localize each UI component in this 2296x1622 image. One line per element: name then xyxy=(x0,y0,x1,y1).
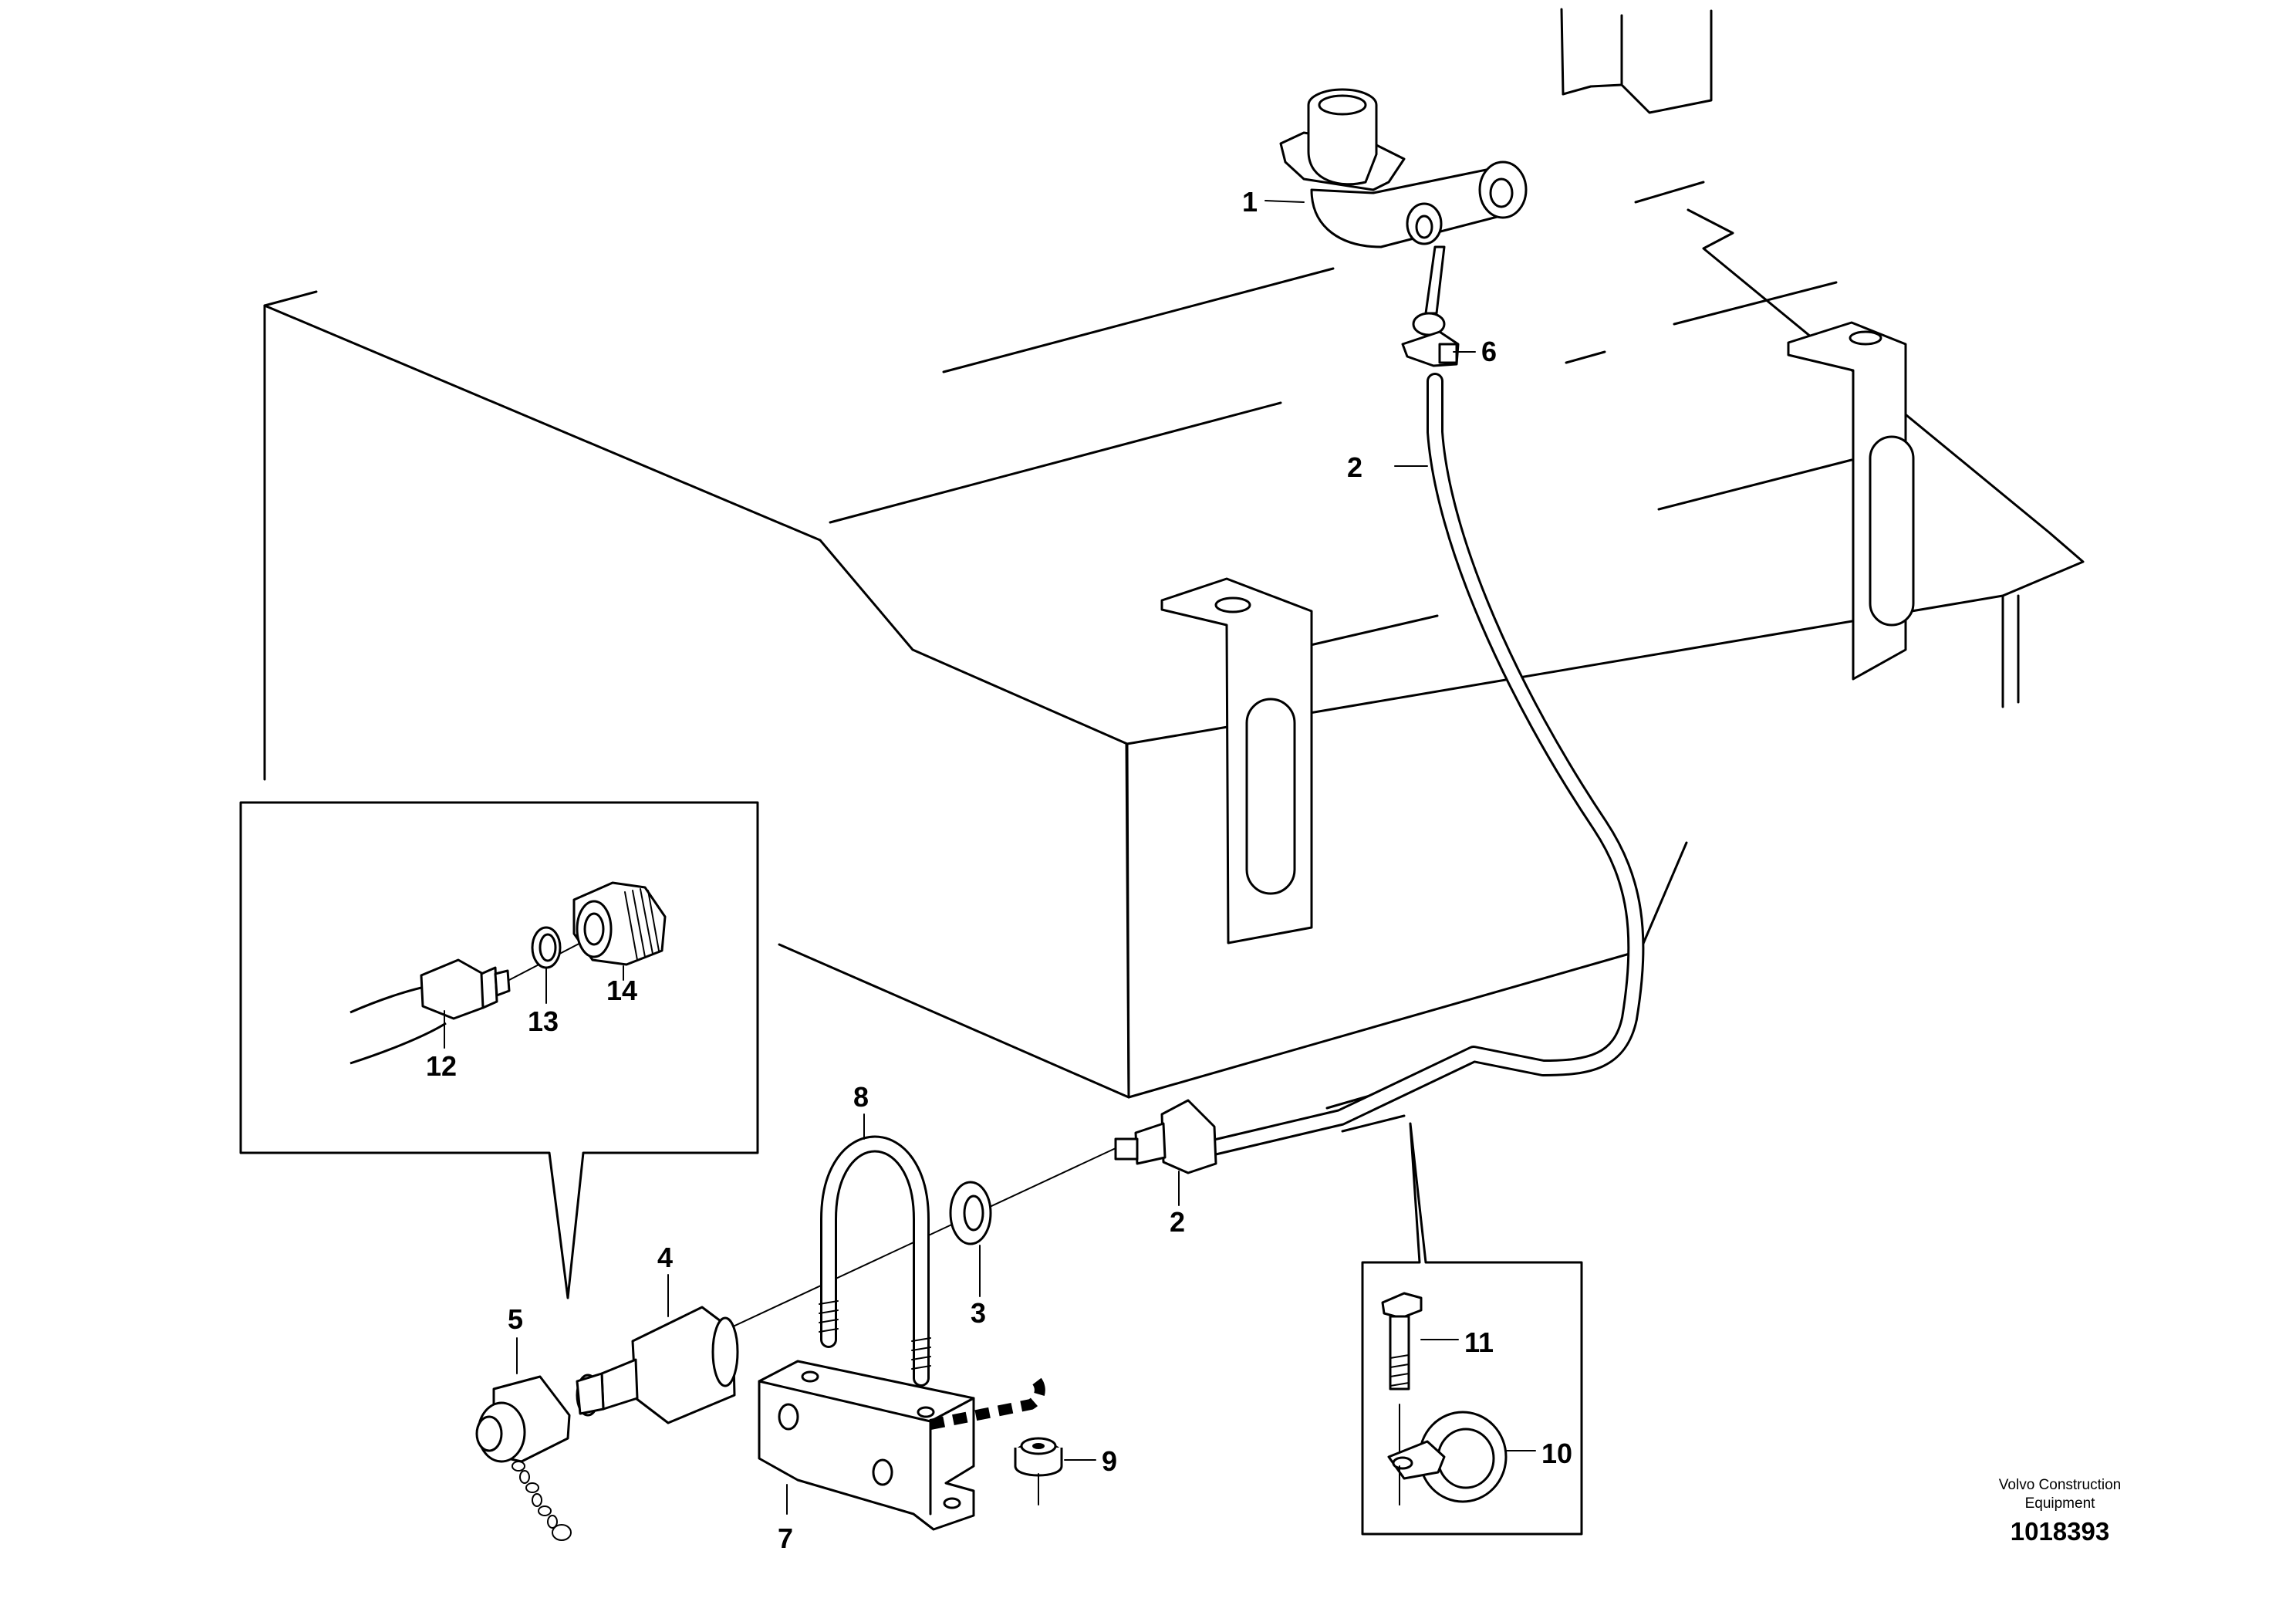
part-4-adapter xyxy=(576,1306,739,1424)
part-6-hose-clamp xyxy=(1401,312,1460,367)
callout-8: 8 xyxy=(853,1081,869,1113)
detail-inset-coupling xyxy=(239,801,759,1299)
brand-line-1: Volvo Construction xyxy=(1999,1477,2121,1493)
callout-labels: 1 6 2 2 8 3 4 5 7 9 11 10 12 13 14 xyxy=(426,186,1572,1554)
tank-bracket-rear xyxy=(1787,321,1915,681)
drawing-number: 1018393 xyxy=(2011,1517,2109,1546)
part-2-hose xyxy=(1114,373,1645,1174)
callout-10: 10 xyxy=(1541,1438,1572,1469)
part-3-washer xyxy=(949,1181,992,1245)
part-8-u-bolt xyxy=(819,1135,931,1387)
tank-bracket-front xyxy=(1160,577,1313,944)
callout-5: 5 xyxy=(508,1303,523,1335)
part-1-drain-elbow xyxy=(1279,88,1528,315)
brand-line-2: Equipment xyxy=(2025,1495,2096,1512)
leader-lines xyxy=(444,200,1536,1515)
callout-6: 6 xyxy=(1481,336,1497,367)
callout-4: 4 xyxy=(657,1242,673,1273)
callout-14: 14 xyxy=(606,975,637,1006)
assembly-axis-line xyxy=(661,1147,1116,1360)
callout-2-lower: 2 xyxy=(1170,1206,1185,1238)
part-9-flange-nut xyxy=(1014,1437,1063,1477)
callout-7: 7 xyxy=(778,1522,793,1554)
callout-3: 3 xyxy=(971,1297,986,1329)
callout-11: 11 xyxy=(1464,1326,1494,1358)
part-7-bracket xyxy=(758,1360,1045,1531)
callout-12: 12 xyxy=(426,1050,457,1082)
part-5-dust-cap xyxy=(475,1375,572,1541)
detail-inset-clamp xyxy=(1361,1122,1583,1536)
callout-1: 1 xyxy=(1242,186,1258,218)
callout-13: 13 xyxy=(528,1005,559,1037)
callout-2-upper: 2 xyxy=(1347,451,1362,483)
drawing-credit: Volvo Construction Equipment 1018393 xyxy=(1999,1477,2121,1546)
callout-9: 9 xyxy=(1102,1445,1117,1477)
